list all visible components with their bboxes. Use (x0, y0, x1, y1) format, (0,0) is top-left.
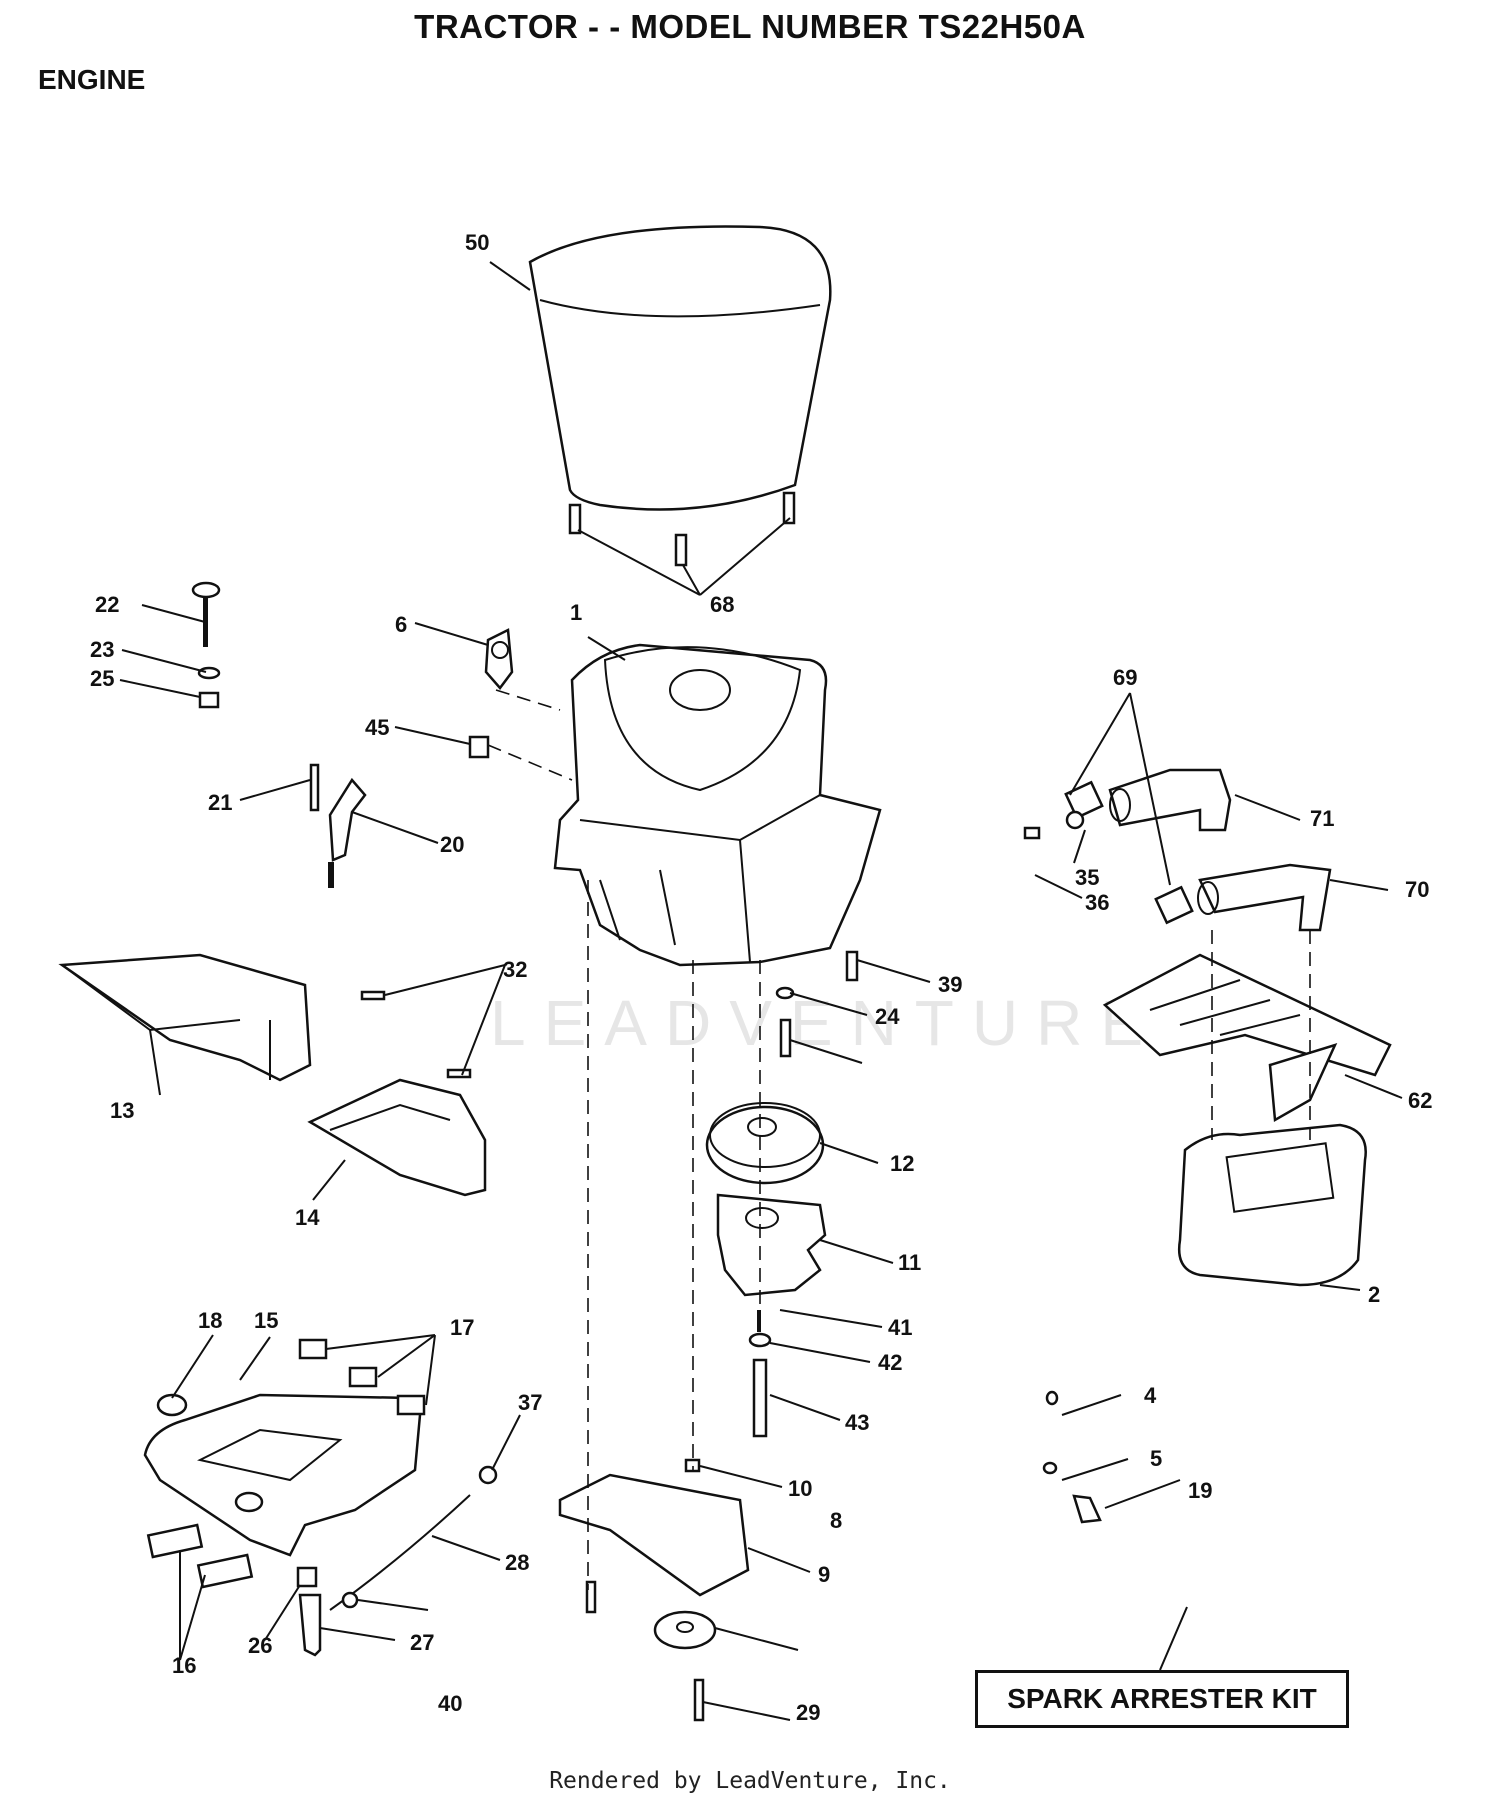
callout-5: 5 (1150, 1446, 1162, 1471)
part-68-bolts (568, 491, 796, 596)
callout-9: 9 (818, 1562, 830, 1587)
callout-45: 45 (365, 715, 389, 740)
part-41-key (757, 1310, 761, 1332)
callout-42: 42 (878, 1350, 902, 1375)
callout-26: 26 (248, 1633, 272, 1658)
footer-credit: Rendered by LeadVenture, Inc. (549, 1768, 951, 1794)
callout-70: 70 (1405, 877, 1429, 902)
callout-29: 29 (796, 1700, 820, 1725)
part-5-washer (1042, 1461, 1058, 1475)
part-43-bolt (752, 1358, 768, 1438)
part-2-muffler (1177, 1123, 1367, 1287)
callout-28: 28 (505, 1550, 529, 1575)
part-18-cap (156, 1393, 188, 1417)
part-42-washer (748, 1332, 772, 1348)
part-39-bolt (845, 950, 859, 982)
part-27-fuel-valve (298, 1593, 322, 1657)
callout-35: 35 (1075, 865, 1099, 890)
callout-36: 36 (1085, 890, 1109, 915)
callout-40: 40 (438, 1691, 462, 1716)
part-4-washer (1045, 1390, 1059, 1406)
callout-24: 24 (875, 1004, 900, 1029)
callout-41: 41 (888, 1315, 912, 1340)
callout-62: 62 (1408, 1088, 1432, 1113)
callout-21: 21 (208, 790, 232, 815)
spark-arrester-kit-label: SPARK ARRESTER KIT (975, 1670, 1349, 1728)
callout-37: 37 (518, 1390, 542, 1415)
part-17-pads (298, 1338, 426, 1416)
part-14-bracket (307, 1078, 487, 1197)
callout-1: 1 (570, 600, 582, 625)
part-exhaust-pipes (1023, 768, 1332, 932)
callout-23: 23 (90, 637, 114, 662)
part-21-20-throttle (309, 763, 367, 888)
part-16-pads (146, 1523, 254, 1589)
part-6-clamp (484, 628, 514, 690)
callout-19: 19 (1188, 1478, 1212, 1503)
callout-43: 43 (845, 1410, 869, 1435)
part-19-bolt (1072, 1494, 1102, 1524)
callout-15: 15 (254, 1308, 278, 1333)
part-26-bushing (296, 1566, 318, 1588)
callout-8: 8 (830, 1508, 842, 1533)
part-22-23-25-hardware (191, 581, 221, 709)
part-37-clamp (341, 1591, 359, 1609)
part-12-pulley (705, 1102, 825, 1185)
part-13-bracket (58, 953, 312, 1082)
part-10-spacer (684, 1458, 701, 1473)
callout-20: 20 (440, 832, 464, 857)
callout-68: 68 (710, 592, 734, 617)
part-8-idler-pulley (653, 1610, 717, 1650)
callout-16: 16 (172, 1653, 196, 1678)
part-32-screw (360, 990, 386, 1001)
part-15-fuel-tank (143, 1393, 422, 1557)
callout-18: 18 (198, 1308, 222, 1333)
callout-11: 11 (898, 1250, 921, 1275)
callout-14: 14 (295, 1205, 320, 1230)
callout-12: 12 (890, 1151, 914, 1176)
part-37-clamp (478, 1465, 498, 1485)
callout-32: 32 (503, 957, 527, 982)
part-45-fitting (468, 735, 490, 759)
callout-4: 4 (1144, 1383, 1157, 1408)
callout-2: 2 (1368, 1282, 1380, 1307)
part-9-plate (558, 1473, 750, 1597)
watermark: LEADVENTURE (490, 987, 1161, 1059)
callout-13: 13 (110, 1098, 134, 1123)
tank-filler (234, 1491, 264, 1513)
callout-25: 25 (90, 666, 114, 691)
callout-27: 27 (410, 1630, 434, 1655)
callout-22: 22 (95, 592, 119, 617)
callout-71: 71 (1310, 806, 1334, 831)
part-1-engine (553, 643, 882, 967)
callout-10: 10 (788, 1476, 812, 1501)
callout-6: 6 (395, 612, 407, 637)
part-39-bolt (779, 1018, 792, 1058)
part-32-screw (446, 1068, 472, 1079)
section-heading: ENGINE (38, 64, 146, 95)
callout-69: 69 (1113, 665, 1137, 690)
part-40-bolt (693, 1678, 705, 1722)
part-50-engine-shroud (528, 225, 832, 511)
part-11-clutch (716, 1193, 827, 1297)
callout-17: 17 (450, 1315, 474, 1340)
callout-50: 50 (465, 230, 489, 255)
diagram-title: TRACTOR - - MODEL NUMBER TS22H50A (414, 8, 1086, 45)
callout-39: 39 (938, 972, 962, 997)
part-39-bolt (585, 1580, 597, 1614)
part-62-heat-shield (1102, 953, 1392, 1123)
